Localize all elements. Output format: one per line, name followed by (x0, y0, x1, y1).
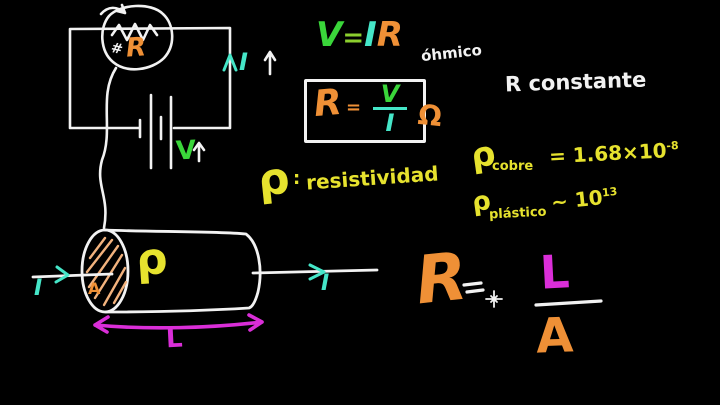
rho-symbol: ρ (255, 152, 293, 207)
plastico-subscript: plástico (488, 204, 547, 223)
cobre-subscript: cobre (492, 159, 534, 174)
ohm-law-equation: V=IR (316, 18, 403, 52)
cobre-value: = 1.68×10-8 (548, 138, 679, 169)
circuit-wire (68, 26, 232, 130)
area-label: A (88, 279, 101, 298)
current-up-arrow-stroke (263, 50, 277, 76)
ohm-law-v: V (316, 15, 343, 55)
box-fraction: V I (368, 82, 412, 135)
current-in-label: I (34, 276, 43, 301)
resistance-definition-box (304, 79, 426, 143)
ohm-law-r: R (376, 15, 403, 55)
resistor-label: R (124, 32, 148, 64)
ohm-law-i: I (364, 15, 377, 55)
cylinder-rho-label: ρ (134, 232, 170, 287)
formula-strokes (462, 281, 603, 308)
formula-length: L (538, 244, 571, 300)
resistor-pointer-arrow (99, 3, 127, 16)
box-v: V (380, 80, 400, 108)
formula-area: A (535, 307, 575, 365)
formula-equals-stroke (462, 281, 485, 294)
drawing-cursor-crosshair (485, 290, 503, 308)
zoom-connector-curve (98, 66, 118, 230)
cylinder-diagram (31, 228, 379, 334)
fraction-bar (534, 299, 603, 307)
resistor-circle (101, 4, 174, 71)
current-direction-chevron (222, 53, 238, 72)
circuit-current-label: I (239, 48, 248, 76)
plastico-exponent: 13 (601, 184, 618, 200)
current-out-chevron (308, 263, 326, 281)
battery-plates (138, 93, 173, 170)
box-fraction-bar (373, 107, 407, 110)
cylinder-body (103, 228, 262, 314)
formula-r: R (412, 237, 471, 320)
omega-symbol: Ω (416, 97, 444, 134)
rho-colon: : (293, 168, 301, 189)
voltage-up-arrow-stroke (192, 141, 206, 163)
wire-right (251, 268, 379, 275)
circuit-diagram (68, 3, 277, 230)
resistor-zigzag (110, 22, 159, 42)
length-label: L (165, 323, 184, 355)
box-i: I (385, 109, 395, 137)
r-constante-note: R constante (504, 67, 647, 97)
length-double-arrow (93, 313, 264, 334)
cobre-exponent: -8 (666, 138, 679, 153)
box-r: R (312, 81, 344, 126)
current-out-label: I (321, 271, 330, 296)
cross-section-hatching (85, 236, 128, 307)
ohm-law-equals: = (342, 23, 365, 53)
circuit-voltage-label: V (175, 135, 197, 167)
current-in-chevron (54, 265, 70, 284)
wire-left (31, 272, 114, 279)
box-equals: = (346, 97, 362, 118)
